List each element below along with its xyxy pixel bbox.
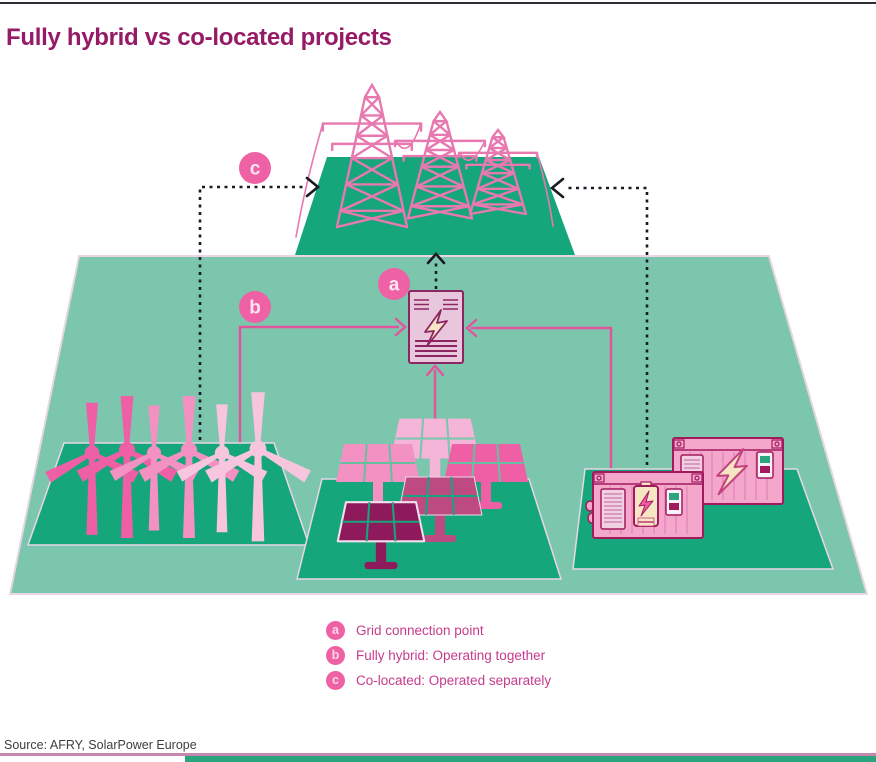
solar-panel-icon xyxy=(336,443,420,509)
label-a-letter: a xyxy=(389,275,400,296)
solar-farm xyxy=(296,418,563,580)
label-c-letter: c xyxy=(250,159,261,180)
legend-item-fully-hybrid: b Fully hybrid: Operating together xyxy=(326,646,551,665)
legend-item-co-located: c Co-located: Operated separately xyxy=(326,671,551,690)
connector-c-wind xyxy=(198,185,306,455)
solar-panel-icon xyxy=(336,501,426,570)
bottom-rule xyxy=(0,753,876,756)
connectors-co-located xyxy=(198,176,649,480)
arrow-up-icon xyxy=(426,252,446,265)
diagram-labels: a b c xyxy=(239,152,410,323)
page-title: Fully hybrid vs co-located projects xyxy=(6,24,392,52)
legend-label: Fully hybrid: Operating together xyxy=(356,648,546,663)
arrow-up-icon xyxy=(425,364,445,377)
connector-b-wind xyxy=(238,325,399,460)
arrow-left-icon xyxy=(549,177,565,199)
legend-item-grid-connection: a Grid connection point xyxy=(326,621,551,640)
connector-b-battery xyxy=(471,326,613,480)
legend-key-b: b xyxy=(326,646,345,665)
transmission-grid xyxy=(295,83,554,238)
label-b-letter: b xyxy=(249,298,261,319)
lightning-bolt-icon xyxy=(716,448,748,496)
connector-c-battery xyxy=(564,186,649,480)
battery-icon xyxy=(633,481,659,527)
legend-key-a: a xyxy=(326,621,345,640)
legend-key-c: c xyxy=(326,671,345,690)
label-b: b xyxy=(239,291,271,323)
label-c: c xyxy=(239,152,271,184)
footer-bar xyxy=(185,756,876,762)
battery-storage xyxy=(572,437,835,570)
arrow-right-icon xyxy=(305,176,321,198)
legend-label: Co-located: Operated separately xyxy=(356,673,552,688)
source-text: Source: AFRY, SolarPower Europe xyxy=(4,738,197,752)
legend: a Grid connection point b Fully hybrid: … xyxy=(326,621,551,696)
legend-label: Grid connection point xyxy=(356,623,484,638)
arrow-left-icon xyxy=(465,318,478,338)
arrow-right-icon xyxy=(394,317,407,337)
label-a: a xyxy=(378,268,410,300)
battery-container-icon xyxy=(585,471,704,539)
solar-panel-icon xyxy=(444,443,528,509)
grid-connection-box-icon xyxy=(408,290,464,364)
top-rule xyxy=(0,2,876,4)
lightning-bolt-icon xyxy=(638,490,654,517)
solar-panel-icon xyxy=(397,476,483,542)
power-lines xyxy=(295,122,554,238)
